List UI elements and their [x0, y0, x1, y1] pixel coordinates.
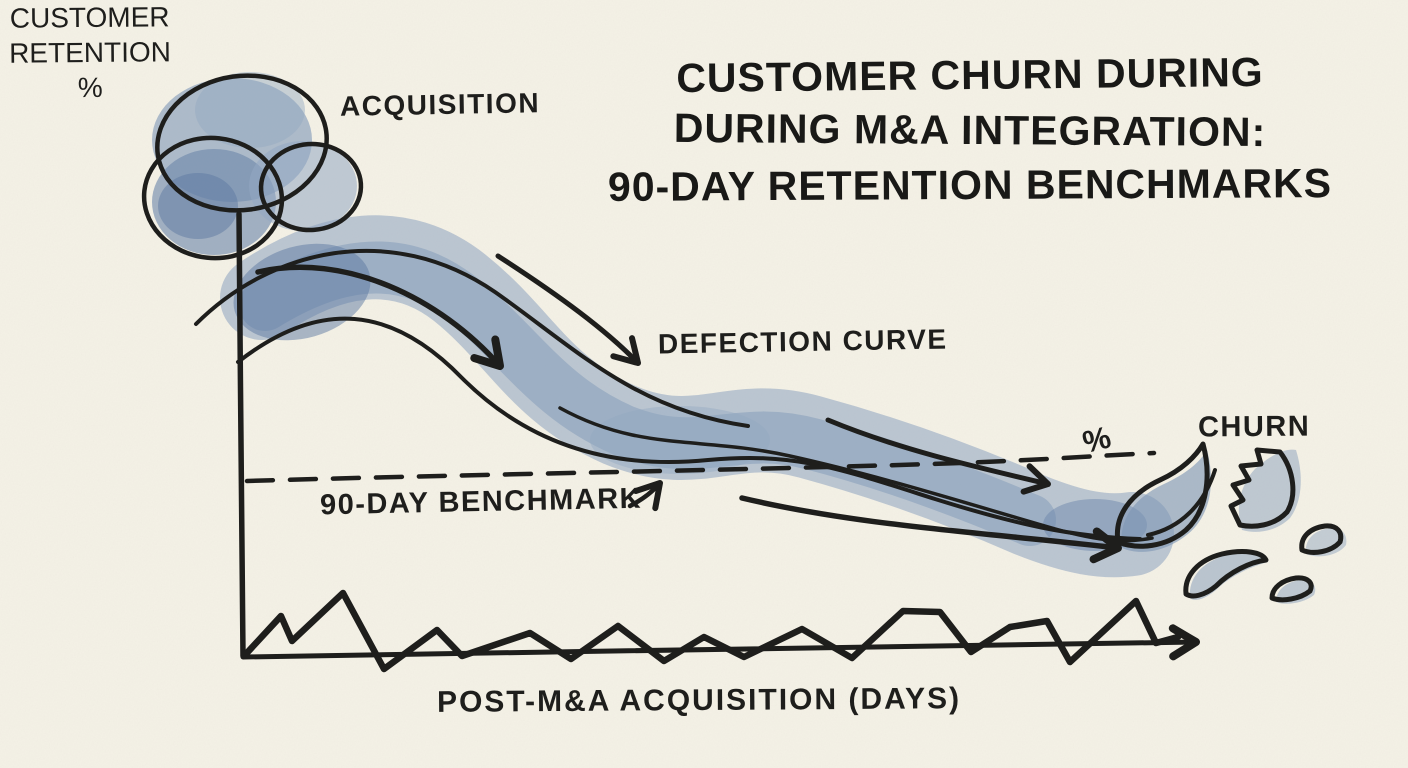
- y-axis-label-line-1: CUSTOMER: [9, 1, 170, 34]
- benchmark-pointer-arrow: [627, 480, 663, 512]
- y-axis-label-line-2: RETENTION: [8, 36, 172, 69]
- flow-arrow-2: [495, 253, 641, 366]
- benchmark-label: 90-DAY BENCHMARK: [319, 482, 643, 522]
- chart-title-line-1: CUSTOMER CHURN DURING: [676, 48, 1264, 102]
- flow-arrow-3: [825, 417, 1051, 495]
- volatility-zigzag: [241, 589, 1182, 673]
- chart-title-line-2: DURING M&A INTEGRATION:: [673, 104, 1267, 156]
- acquisition-cloud-outline: [141, 73, 364, 261]
- acquisition-label: ACQUISITION: [339, 87, 541, 122]
- x-axis-label: POST-M&A ACQUISITION (DAYS): [436, 682, 962, 719]
- defection-band-outlines: [194, 248, 1217, 543]
- y-axis-label: CUSTOMER RETENTION %: [0, 0, 180, 106]
- defection-curve-label: DEFECTION CURVE: [657, 323, 948, 360]
- churn-label: CHURN: [1197, 410, 1311, 444]
- flow-arrows: [255, 253, 1122, 564]
- flow-arrow-1: [255, 264, 504, 370]
- flow-arrow-4: [739, 495, 1122, 564]
- chart-title: CUSTOMER CHURN DURING DURING M&A INTEGRA…: [575, 48, 1365, 213]
- churn-shards-outline: [1114, 441, 1344, 603]
- chart-title-line-3: 90-DAY RETENTION BENCHMARKS: [607, 160, 1333, 210]
- y-axis-line: [236, 211, 246, 659]
- y-axis-label-line-3: %: [77, 71, 103, 104]
